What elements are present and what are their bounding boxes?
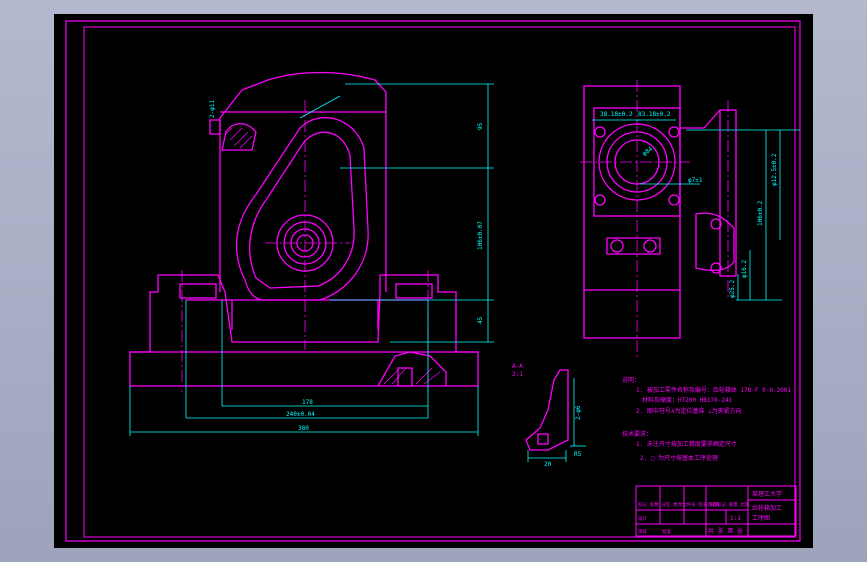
outer-frame xyxy=(65,20,801,542)
dim-45: 45 xyxy=(477,316,484,324)
tb-drawn: 设计 xyxy=(638,515,647,522)
tb-scale: 1:1 xyxy=(730,515,741,522)
inner-frame xyxy=(83,26,796,538)
side-centerlines xyxy=(580,80,729,360)
hole-label-a: 2-φ11 xyxy=(209,100,216,118)
section-radius: R5 xyxy=(574,451,582,458)
note-3: 2. 图中符号∧为定位基准 ⊥为夹紧方向 xyxy=(636,407,742,415)
drawing-canvas xyxy=(65,20,801,542)
dim-right-5: 106±0.2 xyxy=(757,200,764,226)
req-title: 技术要求： xyxy=(622,430,652,438)
tb-school: 某理工大学 xyxy=(752,490,782,498)
front-dimensions xyxy=(129,83,494,436)
hole-label-b: φ84 xyxy=(641,145,654,157)
dim-right-1: 38.18±0.2 xyxy=(600,111,633,118)
tb-name-top: 齿轮箱加工 xyxy=(752,504,782,512)
dim-106: 106±0.07 xyxy=(477,221,484,250)
note-1: 1. 被加工零件名称及编号：齿轮箱体 178-F 0-0.2001 xyxy=(636,386,791,394)
req-2: 2. □ 为尺寸按基本工序处理 xyxy=(640,454,718,462)
tb-small1: 标记 处数 分区 更改文件号 签名 日期 xyxy=(638,501,720,508)
tb-sheet: 共 张 第 张 xyxy=(708,527,743,535)
section-scale: 2:1 xyxy=(512,371,523,378)
tb-name-bottom: 工序图 xyxy=(752,514,770,522)
section-height: 2-φ6 xyxy=(575,405,582,420)
dim-240: 240±0.04 xyxy=(286,411,315,418)
dim-right-3: φ7±1 xyxy=(688,177,703,184)
side-dimensions xyxy=(592,119,800,301)
note-2: 材料及硬度：HT200 HB170-241 xyxy=(642,396,733,404)
section-dimensions xyxy=(527,378,586,462)
dim-right-7: φ25.2 xyxy=(729,280,736,298)
text-layer: 178 240±0.04 380 95 106±0.07 45 2-φ11 38… xyxy=(209,100,791,535)
title-block xyxy=(635,485,797,537)
section-label: A-A xyxy=(512,363,523,370)
section-width: 20 xyxy=(544,461,552,468)
dim-95: 95 xyxy=(477,122,484,130)
section-detail xyxy=(525,369,569,451)
drawing-sheet: 178 240±0.04 380 95 106±0.07 45 2-φ11 38… xyxy=(54,14,813,548)
dim-right-4: φ12.5±0.2 xyxy=(771,153,778,186)
front-view-hatch xyxy=(225,127,441,385)
notes-title: 说明： xyxy=(622,376,640,384)
dim-right-2: 83.18±0.2 xyxy=(638,111,671,118)
dim-380: 380 xyxy=(298,425,309,432)
dim-right-6: φ16.2 xyxy=(741,260,748,278)
tb-approve: 批准 xyxy=(662,528,671,535)
tb-check: 审核 xyxy=(638,528,647,535)
req-1: 1. 未注尺寸按加工精度要求确定尺寸 xyxy=(636,440,737,448)
dim-178: 178 xyxy=(302,399,313,406)
tb-small2: 阶段标记 重量 比例 xyxy=(708,501,750,508)
